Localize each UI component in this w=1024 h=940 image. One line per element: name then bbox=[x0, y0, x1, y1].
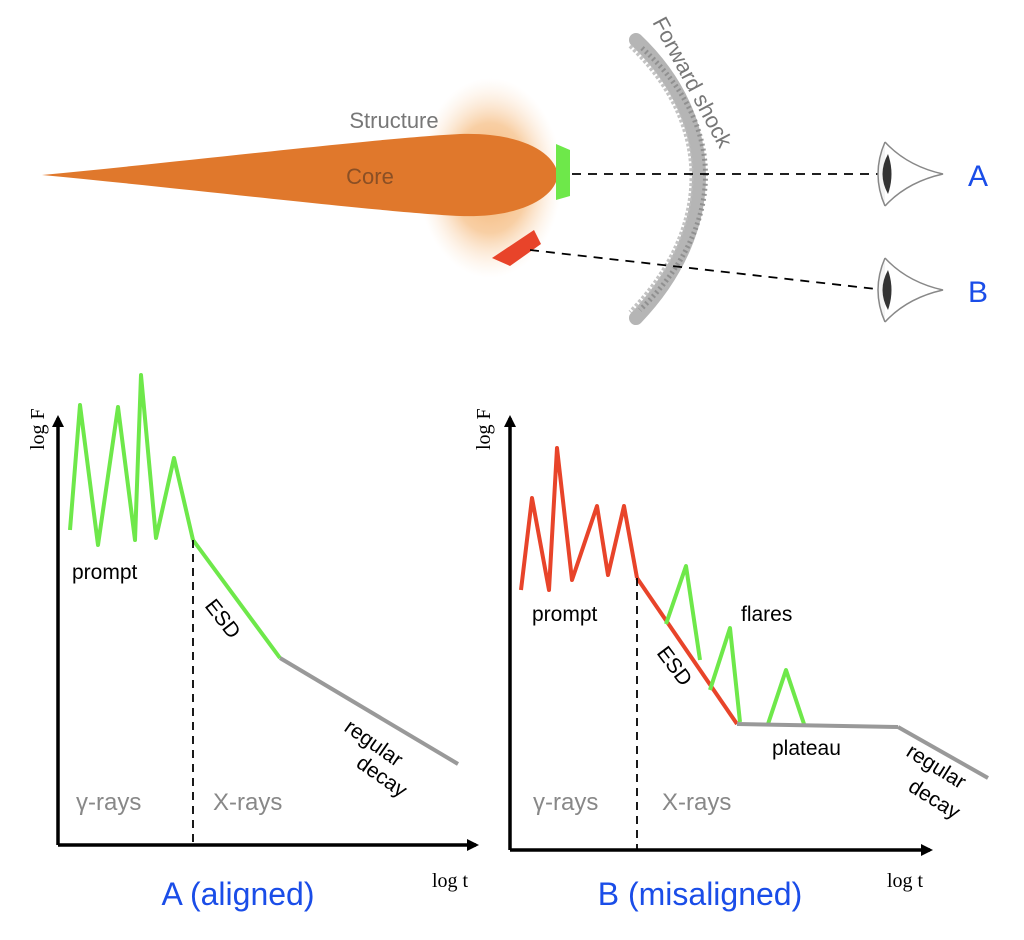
flare-3 bbox=[766, 668, 806, 725]
y-axis-label: log F bbox=[473, 408, 495, 450]
caption-a: A (aligned) bbox=[162, 876, 315, 912]
jet-core bbox=[42, 133, 558, 217]
esd-segment bbox=[635, 576, 739, 726]
x-rays-label: X-rays bbox=[662, 789, 731, 816]
plateau-label: plateau bbox=[772, 737, 841, 760]
prompt-label: prompt bbox=[532, 603, 598, 626]
esd-segment bbox=[191, 538, 282, 660]
misaligned-patch bbox=[492, 230, 541, 266]
panel-b: log F log t prompt flares ESD plateau re… bbox=[473, 408, 989, 912]
line-of-sight-b bbox=[529, 249, 886, 291]
regular-decay-segment bbox=[897, 725, 989, 780]
prompt-label: prompt bbox=[72, 561, 138, 584]
aligned-patch bbox=[556, 144, 570, 200]
y-axis-label: log F bbox=[27, 408, 49, 450]
esd-label: ESD bbox=[652, 642, 696, 690]
prompt-curve bbox=[68, 373, 195, 547]
observer-a-label: A bbox=[968, 160, 988, 193]
flare-2 bbox=[708, 626, 742, 723]
observer-b-label: B bbox=[968, 276, 988, 309]
gamma-rays-label: γ-rays bbox=[76, 789, 141, 816]
jet-diagram: Structure Core Forward shock A B bbox=[42, 13, 988, 325]
forward-shock bbox=[628, 33, 708, 325]
caption-b: B (misaligned) bbox=[598, 876, 803, 912]
structure-label: Structure bbox=[349, 108, 438, 133]
eye-icon bbox=[877, 141, 944, 207]
x-axis-label: log t bbox=[887, 870, 924, 892]
x-rays-label: X-rays bbox=[213, 789, 282, 816]
prompt-curve bbox=[519, 446, 639, 592]
panel-a: log F log t prompt ESD regular decay γ-r… bbox=[27, 373, 479, 912]
plateau-segment bbox=[736, 722, 899, 729]
x-axis-label: log t bbox=[432, 870, 469, 892]
regular-decay-segment bbox=[278, 656, 460, 766]
flares-label: flares bbox=[741, 603, 792, 626]
core-label: Core bbox=[346, 164, 394, 189]
flare-1 bbox=[664, 564, 702, 661]
eye-icon bbox=[877, 257, 944, 323]
gamma-rays-label: γ-rays bbox=[533, 789, 598, 816]
